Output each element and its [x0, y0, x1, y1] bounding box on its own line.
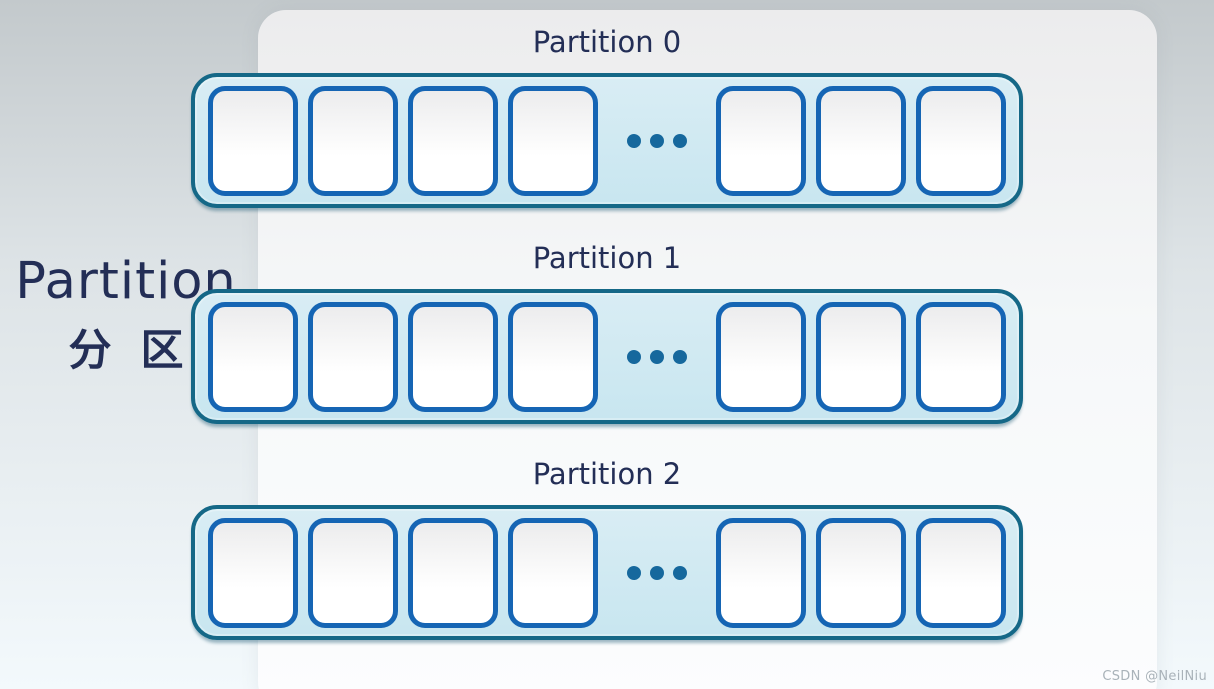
dot	[673, 133, 687, 148]
cell-group-right	[716, 517, 1006, 628]
message-slot	[408, 301, 498, 412]
message-slot	[916, 85, 1006, 196]
message-slot	[716, 301, 806, 412]
message-slot	[408, 85, 498, 196]
cell-group-right	[716, 85, 1006, 196]
dot	[673, 565, 687, 580]
partition-label-zh: 分 区	[68, 326, 184, 376]
message-slot	[308, 517, 398, 628]
message-slot	[816, 517, 906, 628]
partition-section-1: Partition 1	[0, 240, 1214, 424]
message-slot	[308, 85, 398, 196]
partition-box-1	[191, 289, 1023, 424]
message-slot	[508, 85, 598, 196]
partitions: Partition 0 Partition 1 Partition 2	[0, 24, 1214, 640]
watermark: CSDN @NeilNiu	[1102, 669, 1207, 684]
partition-section-2: Partition 2	[0, 456, 1214, 640]
message-slot	[816, 301, 906, 412]
cell-group-left	[208, 85, 598, 196]
dot	[650, 133, 664, 148]
ellipsis-icon	[627, 349, 687, 364]
message-slot	[508, 301, 598, 412]
partition-box-2	[191, 505, 1023, 640]
dot	[627, 133, 641, 148]
message-slot	[816, 85, 906, 196]
message-slot	[716, 517, 806, 628]
cell-group-right	[716, 301, 1006, 412]
cell-group-left	[208, 301, 598, 412]
partition-box-0	[191, 73, 1023, 208]
partition-title-1: Partition 1	[532, 241, 682, 275]
message-slot	[208, 301, 298, 412]
message-slot	[308, 301, 398, 412]
ellipsis-icon	[627, 565, 687, 580]
message-slot	[508, 517, 598, 628]
cell-group-left	[208, 517, 598, 628]
partition-section-0: Partition 0	[0, 24, 1214, 208]
message-slot	[916, 517, 1006, 628]
message-slot	[208, 517, 298, 628]
message-slot	[716, 85, 806, 196]
message-slot	[916, 301, 1006, 412]
dot	[673, 349, 687, 364]
partition-title-0: Partition 0	[532, 25, 682, 59]
dot	[650, 565, 664, 580]
dot	[650, 349, 664, 364]
partition-title-2: Partition 2	[532, 457, 682, 491]
dot	[627, 565, 641, 580]
dot	[627, 349, 641, 364]
message-slot	[408, 517, 498, 628]
message-slot	[208, 85, 298, 196]
ellipsis-icon	[627, 133, 687, 148]
